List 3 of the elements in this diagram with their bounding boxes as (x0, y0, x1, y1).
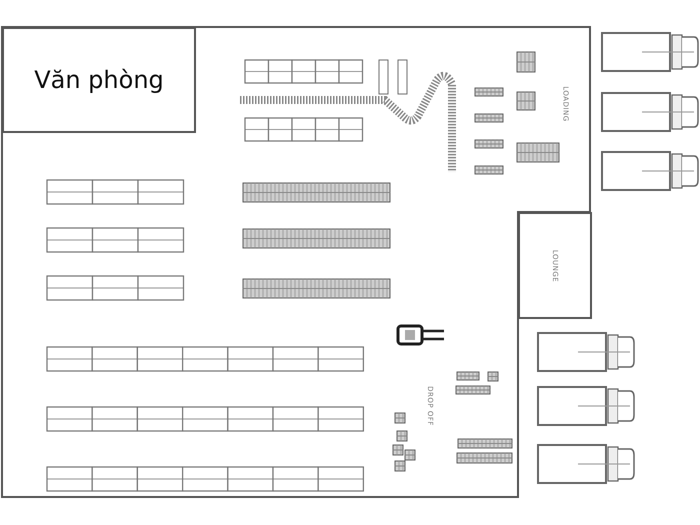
lounge-room (518, 212, 592, 319)
room-name: Văn phòng (34, 66, 164, 94)
office-room (2, 27, 196, 133)
